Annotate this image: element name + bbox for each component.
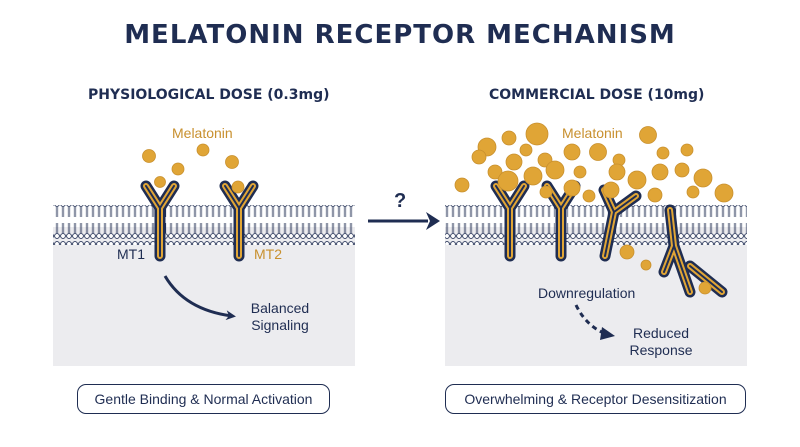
right-caption-text: Overwhelming & Receptor Desensitization <box>464 391 727 407</box>
right-melatonin-molecules <box>454 122 734 295</box>
left-caption-box: Gentle Binding & Normal Activation <box>77 384 330 414</box>
reduced-response-line1: Reduced <box>632 325 690 341</box>
left-caption-text: Gentle Binding & Normal Activation <box>94 391 313 407</box>
left-membrane <box>53 205 355 245</box>
right-cytoplasm <box>445 227 747 366</box>
mt2-label: MT2 <box>254 246 282 262</box>
internalized-receptor <box>658 204 728 298</box>
balanced-signaling-label: Balanced Signaling <box>240 300 320 334</box>
right-membrane <box>445 205 747 245</box>
question-mark: ? <box>394 190 407 212</box>
right-caption-box: Overwhelming & Receptor Desensitization <box>445 384 746 414</box>
commercial-dose-heading: COMMERCIAL DOSE (10mg) <box>489 87 705 103</box>
reduced-response-arrowhead <box>600 327 615 340</box>
transition-arrowhead <box>426 212 440 230</box>
mt2-receptor <box>219 180 259 262</box>
balanced-signaling-line2: Signaling <box>251 317 309 333</box>
mt1-receptor <box>140 180 180 262</box>
balanced-signaling-line1: Balanced <box>250 300 310 316</box>
left-cytoplasm <box>53 227 355 366</box>
downregulation-label: Downregulation <box>538 285 636 301</box>
right-receptor-1 <box>490 180 530 262</box>
mt1-label: MT1 <box>117 246 145 262</box>
balanced-signaling-arrow <box>163 275 236 321</box>
physiological-dose-heading: PHYSIOLOGICAL DOSE (0.3mg) <box>88 87 330 103</box>
right-melatonin-label: Melatonin <box>562 125 623 141</box>
reduced-response-label: Reduced Response <box>618 325 704 359</box>
left-melatonin-molecules <box>142 143 245 194</box>
reduced-response-line2: Response <box>629 342 693 358</box>
left-melatonin-label: Melatonin <box>172 125 233 141</box>
page-title: MELATONIN RECEPTOR MECHANISM <box>124 20 676 50</box>
